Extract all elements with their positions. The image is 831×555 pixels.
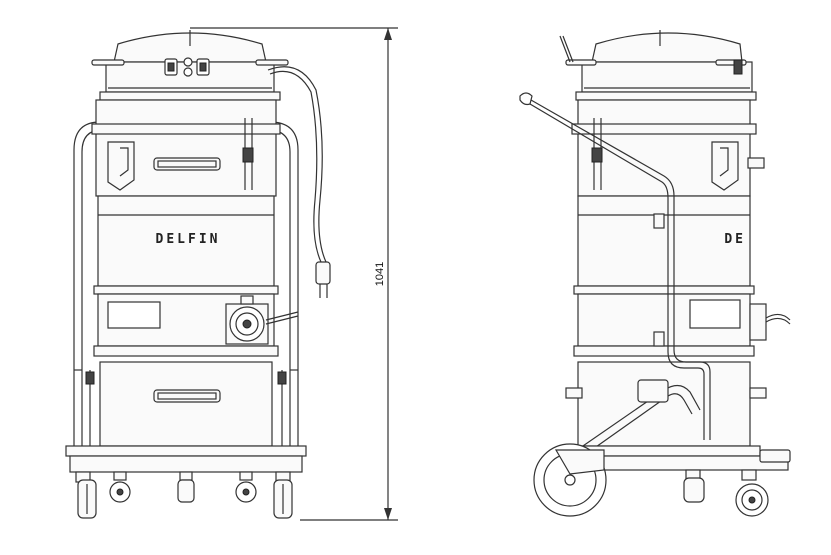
front-lid — [91, 30, 289, 101]
plug-icon — [315, 261, 331, 285]
control-knob-icon — [183, 57, 193, 67]
front-container — [99, 361, 273, 447]
side-stub — [749, 387, 767, 399]
hose-clip-icon — [242, 118, 254, 190]
front-chassis — [69, 455, 303, 473]
side-stub — [565, 387, 583, 399]
hook-icon — [711, 141, 739, 191]
brand-label-side: DE — [724, 232, 746, 247]
brand-label: DELFIN — [156, 232, 221, 247]
side-drum — [577, 195, 751, 287]
front-band — [91, 123, 281, 135]
caster-wheel — [683, 469, 705, 503]
push-handle — [519, 92, 711, 440]
power-cable — [267, 66, 331, 298]
label-plate — [689, 299, 741, 329]
front-seam — [93, 285, 279, 295]
side-view: DE — [519, 30, 791, 517]
side-container — [577, 361, 751, 447]
caster-wheel — [109, 471, 131, 503]
side-lower-band — [573, 345, 755, 357]
side-lid — [559, 30, 757, 101]
container-handle — [153, 389, 221, 403]
front-view: DELFIN — [65, 30, 331, 519]
caster-wheel — [177, 471, 195, 503]
large-wheel — [533, 443, 607, 517]
caster-wheel — [235, 471, 257, 503]
hook-icon — [107, 141, 135, 191]
hose-clip-icon — [591, 118, 603, 190]
side-seam — [573, 285, 755, 295]
side-band — [571, 123, 757, 135]
front-base — [65, 445, 307, 457]
top-handle — [153, 157, 221, 171]
front-wheel — [75, 471, 97, 519]
side-stub — [747, 157, 765, 169]
side-outlet — [749, 303, 791, 341]
front-wheel — [273, 471, 293, 519]
front-lower-band — [93, 345, 279, 357]
suction-inlet — [225, 295, 299, 345]
lever-arm — [579, 379, 701, 455]
side-bumper — [759, 449, 791, 463]
label-plate — [107, 301, 161, 329]
height-value: 1041 — [374, 262, 386, 286]
height-dimension: 1041 — [190, 27, 398, 521]
caster-wheel — [735, 469, 769, 517]
